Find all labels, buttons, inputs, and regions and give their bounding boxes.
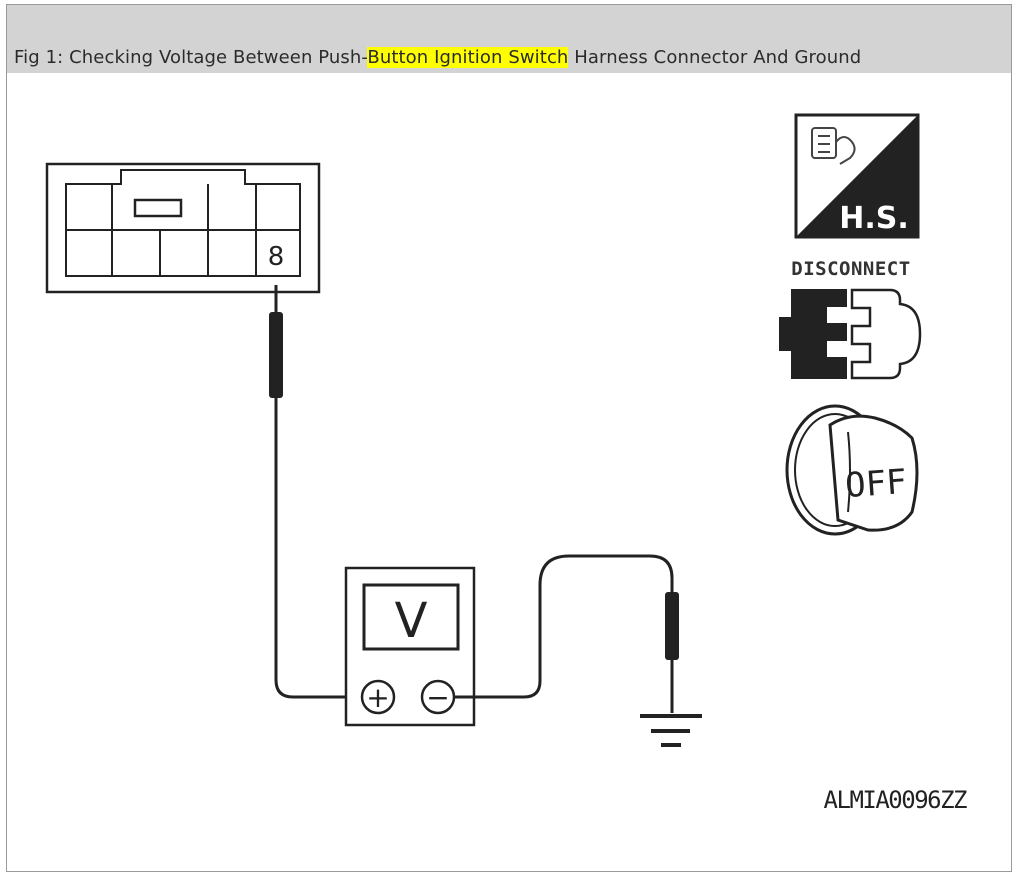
- plus-terminal-symbol: +: [366, 681, 389, 714]
- voltmeter: [344, 566, 476, 727]
- ignition-off-label: OFF: [844, 462, 908, 506]
- pin-number-label: 8: [268, 242, 285, 272]
- disconnect-connector-icon: [779, 288, 922, 380]
- hand-on-connector-icon: [794, 113, 920, 239]
- harness-connector: [45, 162, 321, 294]
- ignition-key-off-icon: [785, 404, 919, 536]
- hs-label: H.S.: [839, 201, 909, 236]
- minus-terminal-symbol: −: [426, 681, 449, 714]
- figure-code: ALMIA0096ZZ: [824, 786, 967, 814]
- ground-symbol-icon: [640, 714, 702, 747]
- voltmeter-label: V: [395, 593, 428, 649]
- positive-lead: [269, 285, 360, 699]
- figure-caption: Fig 1: Checking Voltage Between Push-But…: [14, 47, 861, 68]
- disconnect-label: DISCONNECT: [791, 258, 910, 280]
- negative-lead: [454, 554, 679, 713]
- caption-highlight: Button Ignition Switch: [367, 47, 569, 68]
- caption-text-before: Fig 1: Checking Voltage Between Push-: [14, 47, 368, 68]
- caption-bar: Fig 1: Checking Voltage Between Push-But…: [7, 5, 1011, 73]
- caption-text-after: Harness Connector And Ground: [568, 47, 862, 68]
